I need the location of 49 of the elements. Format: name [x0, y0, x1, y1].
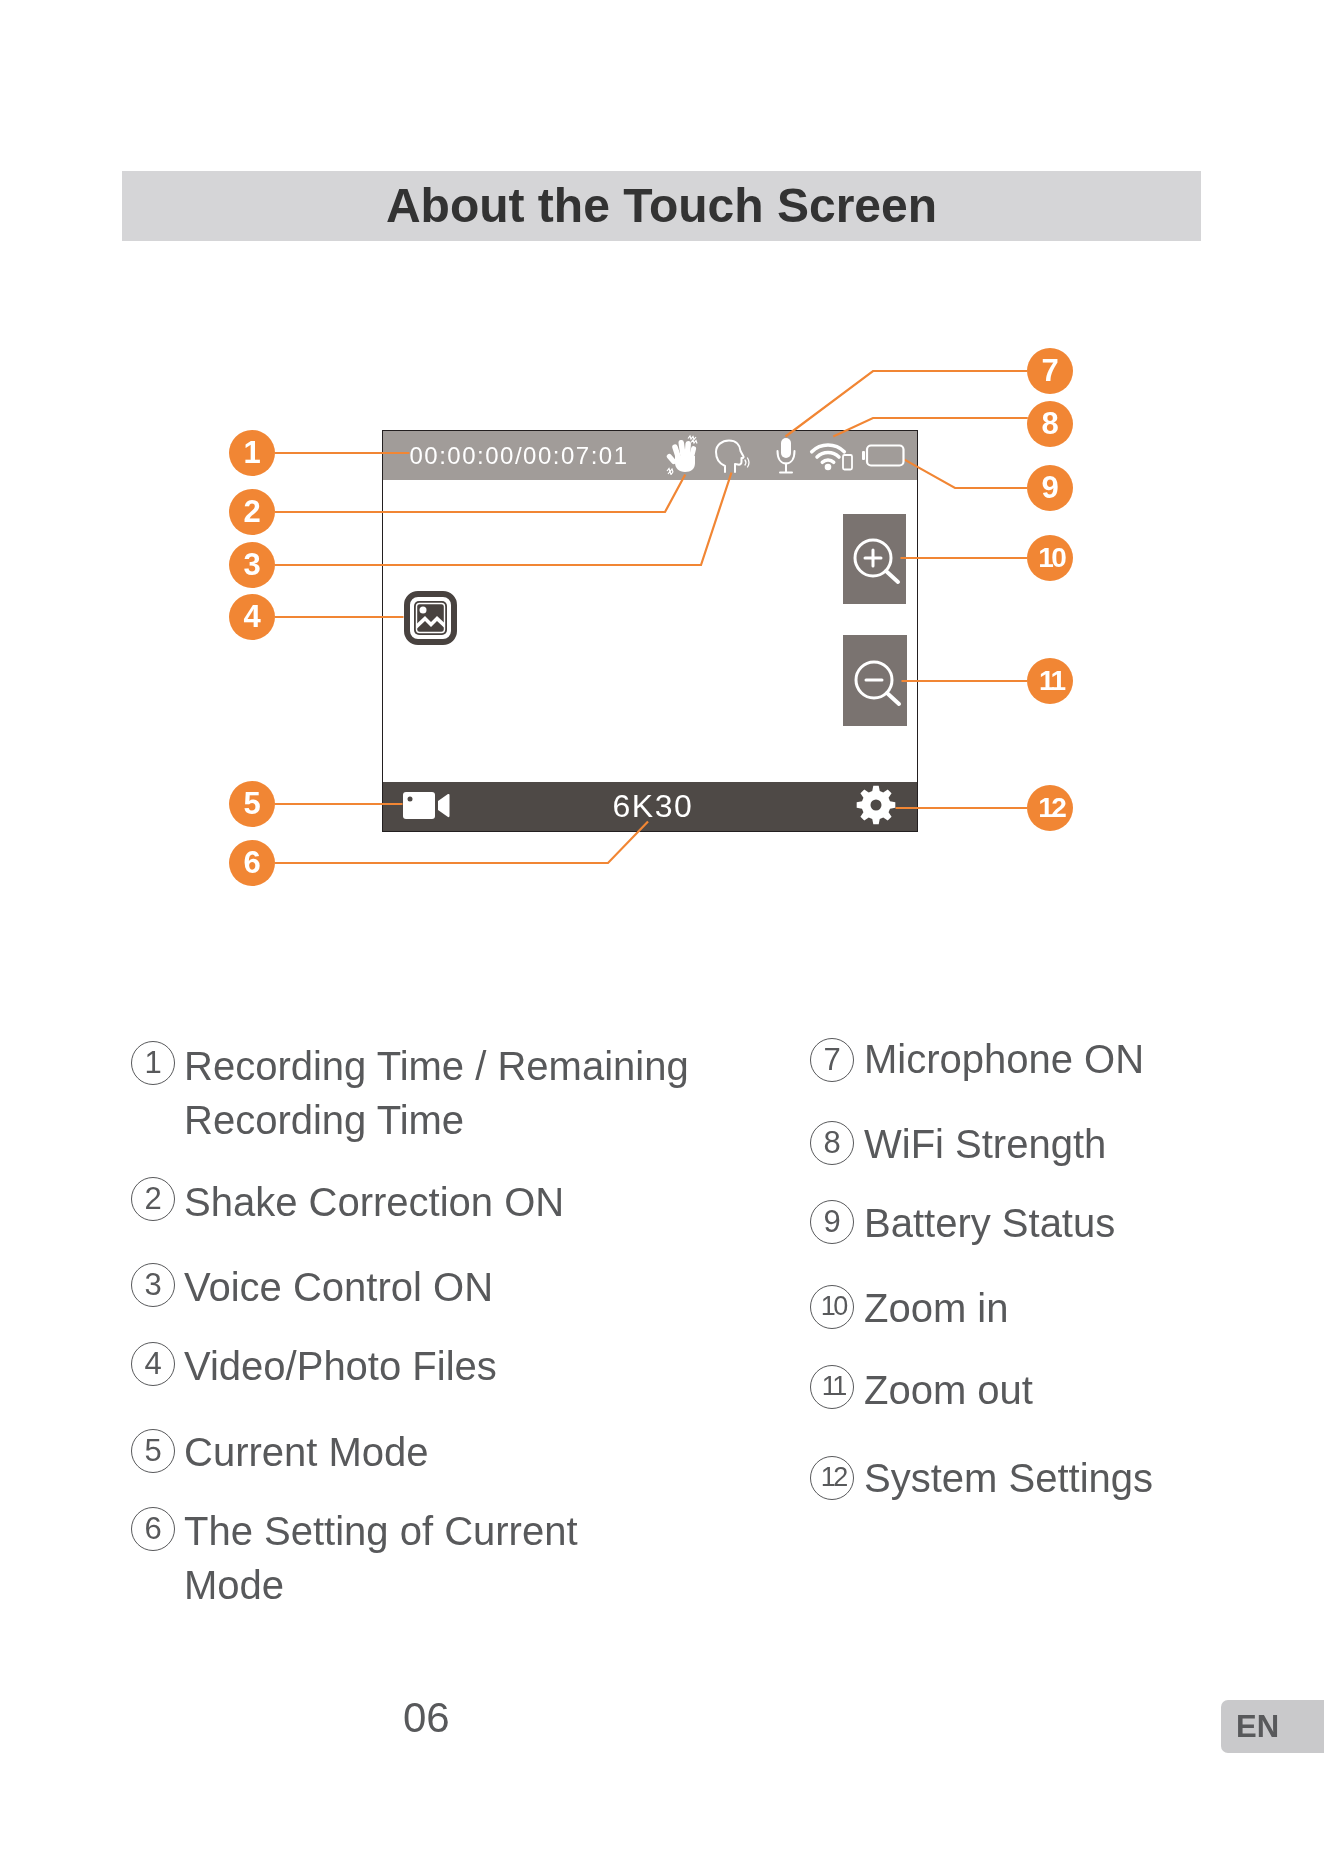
callout-number: 3: [229, 542, 275, 588]
leader-line: [900, 556, 1027, 560]
key-description: Voice Control ON: [184, 1264, 495, 1311]
key-description: Battery Status: [864, 1200, 1117, 1247]
zoom-out-icon: [852, 658, 902, 707]
leader-line: [275, 615, 404, 619]
time-readout: 00:00:00/00:07:01: [409, 443, 629, 468]
callout-number: 2: [229, 489, 275, 535]
video-camera-icon: [402, 791, 450, 819]
callout-number: 7: [1027, 348, 1073, 394]
callout-number: 5: [229, 781, 275, 827]
key-description: System Settings: [864, 1455, 1154, 1502]
page-number: 06: [403, 1697, 450, 1739]
callout-number: 11: [1027, 658, 1073, 704]
callout-number: 10: [1027, 535, 1073, 581]
section-title: About the Touch Screen: [122, 171, 1201, 241]
key-description: Recording Time / Remaining Recording Time: [184, 1043, 690, 1144]
camera-screen: [382, 430, 918, 832]
callout-number: 9: [1027, 465, 1073, 511]
callout-number: 4: [229, 594, 275, 640]
speaking-head-icon: [712, 438, 751, 473]
callout-number: 1: [229, 430, 275, 476]
leader-line: [903, 458, 1027, 490]
battery-icon: [861, 443, 905, 467]
settings-icon: [855, 784, 896, 825]
leader-line: [895, 806, 1027, 810]
leader-line: [901, 679, 1027, 683]
image-icon: [403, 590, 457, 645]
microphone-icon: [774, 436, 797, 474]
leader-line: [832, 416, 1028, 438]
key-description: Zoom out: [864, 1367, 1034, 1414]
key-description: WiFi Strength: [864, 1121, 1108, 1168]
zoom-in-icon: [851, 536, 901, 585]
key-description: The Setting of Current Mode: [184, 1508, 579, 1609]
leader-line: [275, 472, 733, 567]
key-description: Microphone ON: [864, 1036, 1146, 1083]
leader-line: [275, 473, 687, 514]
callout-number: 6: [229, 840, 275, 886]
language-tab: EN: [1221, 1700, 1324, 1753]
key-description: Video/Photo Files: [184, 1343, 498, 1390]
hand-icon: [665, 433, 700, 475]
key-description: Zoom in: [864, 1285, 1010, 1332]
key-description: Current Mode: [184, 1429, 430, 1476]
leader-line: [275, 451, 410, 455]
callout-number: 8: [1027, 401, 1073, 447]
key-description: Shake Correction ON: [184, 1179, 566, 1226]
video-setting-text: 6K30: [612, 789, 694, 822]
callout-number: 12: [1027, 785, 1073, 831]
leader-line: [275, 802, 403, 806]
